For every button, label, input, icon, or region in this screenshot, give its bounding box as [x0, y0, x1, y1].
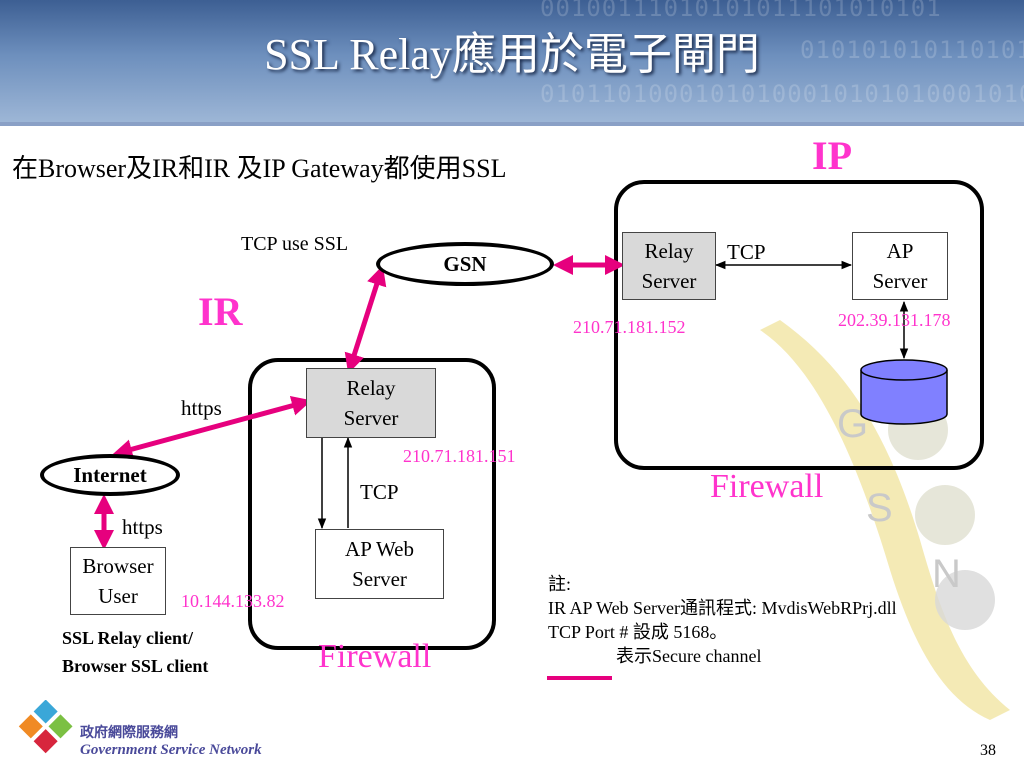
page-number: 38 — [980, 742, 996, 759]
footer-org-en: Government Service Network — [80, 742, 262, 758]
note-heading: 註: — [548, 574, 572, 594]
firewall-ip — [614, 180, 984, 470]
client-description-line2: Browser SSL client — [62, 656, 209, 676]
page-title: SSL Relay應用於電子閘門 — [264, 30, 760, 79]
logo-letter-s-icon: S — [866, 486, 893, 530]
relay-server-ir-line1: Relay — [346, 376, 396, 400]
title-bar: 00100111010101011101010101 0101010101101… — [0, 0, 1024, 122]
slide-subtitle: 在Browser及IR和IR 及IP Gateway都使用SSL — [12, 154, 507, 183]
secure-link-relay-gsn — [344, 265, 387, 374]
ip-ap-server: 202.39.131.178 — [838, 310, 951, 330]
ap-server-ip-line1: AP — [886, 239, 914, 263]
database-icon — [860, 359, 948, 425]
header-divider — [0, 122, 1024, 126]
note-line1: IR AP Web Server通訊程式: MvdisWebRPrj.dll — [548, 598, 897, 618]
footer-org-cn: 政府網際服務網 — [80, 726, 178, 741]
label-tcp-ip: TCP — [727, 240, 766, 264]
ip-relay-ip: 210.71.181.152 — [573, 317, 686, 337]
ap-web-server-line2: Server — [352, 567, 407, 591]
zone-label-ip: IP — [812, 133, 852, 178]
note-line2: TCP Port # 設成 5168。 — [548, 622, 728, 642]
rdec-logo-icon — [15, 700, 76, 757]
relay-server-ir-line2: Server — [343, 406, 399, 430]
ap-server-ip-line2: Server — [872, 269, 928, 293]
client-description: SSL Relay client/ Browser SSL client — [62, 624, 208, 680]
secure-link-internet-relay — [112, 396, 312, 459]
relay-server-ip-line2: Server — [641, 269, 697, 293]
internet-node: Internet — [40, 454, 180, 496]
gsn-node: GSN — [376, 242, 554, 286]
binary-decoration: 01010101011010111 — [800, 36, 1024, 64]
label-tcp-use-ssl: TCP use SSL — [241, 233, 349, 255]
note-block: 註: IR AP Web Server通訊程式: MvdisWebRPrj.dl… — [548, 572, 897, 668]
label-https-lower: https — [122, 515, 163, 539]
zone-label-ir: IR — [198, 289, 243, 334]
binary-decoration: 010110100010101000101010100010101 — [540, 80, 1024, 108]
ip-browser: 10.144.133.82 — [181, 591, 285, 611]
ap-web-server-line1: AP Web — [345, 537, 414, 561]
relay-server-ip-line1: Relay — [644, 239, 694, 263]
binary-decoration: 00100111010101011101010101 — [540, 0, 942, 22]
browser-user-line2: User — [98, 584, 138, 608]
firewall-label-ir: Firewall — [318, 638, 432, 675]
logo-letter-n-icon: N — [932, 552, 961, 596]
firewall-label-ip: Firewall — [710, 468, 824, 505]
ip-relay-ir: 210.71.181.151 — [403, 446, 516, 466]
label-https-upper: https — [181, 396, 222, 420]
ap-server-ip: AP Server — [852, 232, 948, 300]
browser-user-line1: Browser — [82, 554, 154, 578]
label-tcp-ir: TCP — [360, 480, 399, 504]
client-description-line1: SSL Relay client/ — [62, 628, 194, 648]
note-legend: 表示Secure channel — [616, 646, 762, 666]
